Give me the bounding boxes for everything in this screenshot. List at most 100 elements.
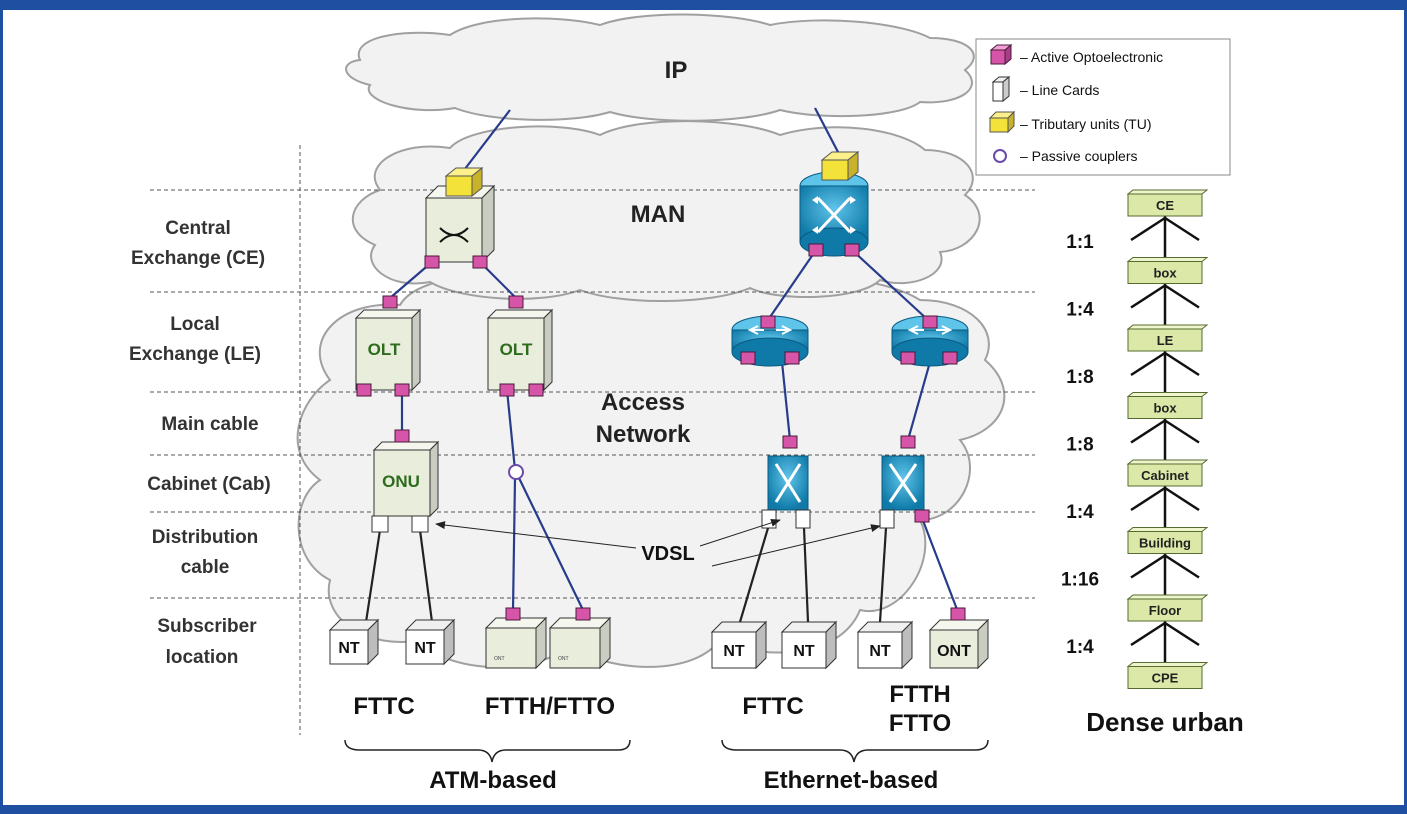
cabinet-switch-right bbox=[881, 455, 925, 511]
man-cloud-label: MAN bbox=[631, 201, 686, 228]
hierarchy-label-1: box bbox=[1153, 266, 1177, 281]
left-border bbox=[0, 0, 3, 814]
active-optoelectronic-olt-left-bl bbox=[356, 383, 372, 397]
active-optoelectronic-olt-left-top bbox=[382, 295, 398, 309]
access-network-label-line2: Network bbox=[596, 421, 691, 448]
nt-eth-1-label: NT bbox=[723, 643, 745, 660]
active-optoelectronic-le-router-right-bl bbox=[900, 351, 916, 365]
nt-eth-2: NT bbox=[780, 620, 838, 670]
hierarchy-box-ce: CE bbox=[1126, 189, 1209, 217]
tributary-unit-atm bbox=[444, 166, 484, 198]
passive-coupler bbox=[508, 464, 524, 480]
ce-atm-switch bbox=[424, 184, 496, 264]
nt-eth-1: NT bbox=[710, 620, 768, 670]
active-optoelectronic-ce-left bbox=[424, 255, 440, 269]
hierarchy-connector-0 bbox=[1130, 216, 1200, 262]
hierarchy-label-0: CE bbox=[1156, 198, 1174, 213]
level-distribution-line1: Distribution bbox=[152, 527, 259, 548]
active-optoelectronic-eth-ce-right bbox=[844, 243, 860, 257]
hierarchy-connector-2 bbox=[1130, 351, 1200, 397]
active-optoelectronic-onu-top bbox=[394, 429, 410, 443]
hierarchy-label-2: LE bbox=[1157, 333, 1174, 348]
active-optoelectronic-olt-right-top bbox=[508, 295, 524, 309]
level-le-line2: Exchange (LE) bbox=[129, 344, 261, 365]
access-network-label-line1: Access bbox=[601, 389, 685, 416]
ont-atm-2: ONT bbox=[548, 616, 612, 670]
active-optoelectronic-le-router-left-top bbox=[760, 315, 776, 329]
ip-cloud-label: IP bbox=[665, 57, 688, 84]
hierarchy-label-4: Cabinet bbox=[1141, 468, 1189, 483]
level-cabinet: Cabinet (Cab) bbox=[147, 474, 271, 495]
hierarchy-ratio-5: 1:16 bbox=[1061, 570, 1099, 591]
eth-fttc-label: FTTC bbox=[742, 693, 803, 720]
hierarchy-label-5: Building bbox=[1139, 536, 1191, 551]
legend-passive-swatch bbox=[993, 149, 1007, 163]
hierarchy-box-cabinet: Cabinet bbox=[1126, 459, 1209, 487]
dense-urban-label: Dense urban bbox=[1086, 707, 1244, 737]
tributary-unit-ethernet bbox=[820, 150, 860, 182]
nt-eth-3-label: NT bbox=[869, 643, 891, 660]
legend-line-cards-label: – Line Cards bbox=[1020, 82, 1099, 98]
hierarchy-box-cpe: CPE bbox=[1126, 662, 1209, 689]
olt-right: OLT bbox=[486, 308, 554, 392]
hierarchy-label-6: Floor bbox=[1149, 603, 1182, 618]
olt-left: OLT bbox=[354, 308, 422, 392]
bottom-border bbox=[0, 805, 1407, 814]
active-optoelectronic-olt-left-br bbox=[394, 383, 410, 397]
active-optoelectronic-le-router-left-bl bbox=[740, 351, 756, 365]
legend-tributary-swatch bbox=[988, 110, 1016, 134]
hierarchy-box-box: box bbox=[1126, 257, 1209, 284]
olt-right-label: OLT bbox=[500, 340, 533, 359]
hierarchy-box-floor: Floor bbox=[1126, 594, 1209, 622]
ip-cloud bbox=[345, 13, 975, 122]
legend-tributary-label: – Tributary units (TU) bbox=[1020, 116, 1151, 132]
hierarchy-box-box: box bbox=[1126, 392, 1209, 419]
active-optoelectronic-olt-right-br bbox=[528, 383, 544, 397]
hierarchy-connector-5 bbox=[1130, 553, 1200, 599]
atm-ftth-label: FTTH/FTTO bbox=[485, 693, 615, 720]
atm-brace bbox=[344, 739, 631, 763]
level-separators bbox=[150, 145, 1035, 735]
ont-atm-1: ONT bbox=[484, 616, 548, 670]
level-subscriber-line1: Subscriber bbox=[157, 616, 257, 637]
active-optoelectronic-ce-right bbox=[472, 255, 488, 269]
level-ce-line1: Central bbox=[165, 218, 230, 239]
active-optoelectronic-ont-eth bbox=[950, 607, 966, 621]
hierarchy-connector-6 bbox=[1130, 621, 1200, 667]
hierarchy-ratio-2: 1:8 bbox=[1066, 367, 1093, 388]
dense-urban-hierarchy: CEboxLEboxCabinetBuildingFloorCPE1:11:41… bbox=[1061, 189, 1209, 689]
legend-active-label: – Active Optoelectronic bbox=[1020, 49, 1163, 65]
line-card-cab-right bbox=[879, 509, 895, 529]
nt-eth-3: NT bbox=[856, 620, 914, 670]
top-border bbox=[0, 0, 1407, 10]
hierarchy-label-7: CPE bbox=[1152, 671, 1179, 686]
active-optoelectronic-cab-switch-right-top bbox=[900, 435, 916, 449]
legend-active-swatch bbox=[989, 43, 1013, 66]
onu-cabinet: ONU bbox=[372, 440, 440, 518]
hierarchy-ratio-3: 1:8 bbox=[1066, 435, 1093, 456]
active-optoelectronic-olt-right-bl bbox=[499, 383, 515, 397]
active-optoelectronic-cab-switch-right-bottom bbox=[914, 509, 930, 523]
active-optoelectronic-ont-atm-2 bbox=[575, 607, 591, 621]
eth-ftth-label-line2: FTTO bbox=[889, 710, 951, 737]
hierarchy-box-building: Building bbox=[1126, 527, 1209, 554]
atm-fttc-label: FTTC bbox=[353, 693, 414, 720]
cabinet-switch-left bbox=[767, 455, 809, 511]
active-optoelectronic-cab-switch-left-top bbox=[782, 435, 798, 449]
nt-atm-1-label: NT bbox=[338, 640, 360, 657]
ont-atm-1-label: ONT bbox=[494, 656, 505, 662]
level-subscriber-line2: location bbox=[166, 647, 239, 668]
eth-ftth-label-line1: FTTH bbox=[889, 681, 950, 708]
level-ce-line2: Exchange (CE) bbox=[131, 248, 265, 269]
atm-group-label: ATM-based bbox=[429, 767, 557, 794]
hierarchy-ratio-1: 1:4 bbox=[1066, 300, 1094, 321]
ce-ethernet-switch bbox=[799, 171, 869, 257]
active-optoelectronic-eth-ce-left bbox=[808, 243, 824, 257]
legend-passive-label: – Passive couplers bbox=[1020, 148, 1138, 164]
nt-eth-2-label: NT bbox=[793, 643, 815, 660]
hierarchy-connector-1 bbox=[1130, 283, 1200, 329]
right-border bbox=[1404, 0, 1407, 814]
active-optoelectronic-le-router-right-top bbox=[922, 315, 938, 329]
vdsl-arrows bbox=[435, 518, 881, 567]
